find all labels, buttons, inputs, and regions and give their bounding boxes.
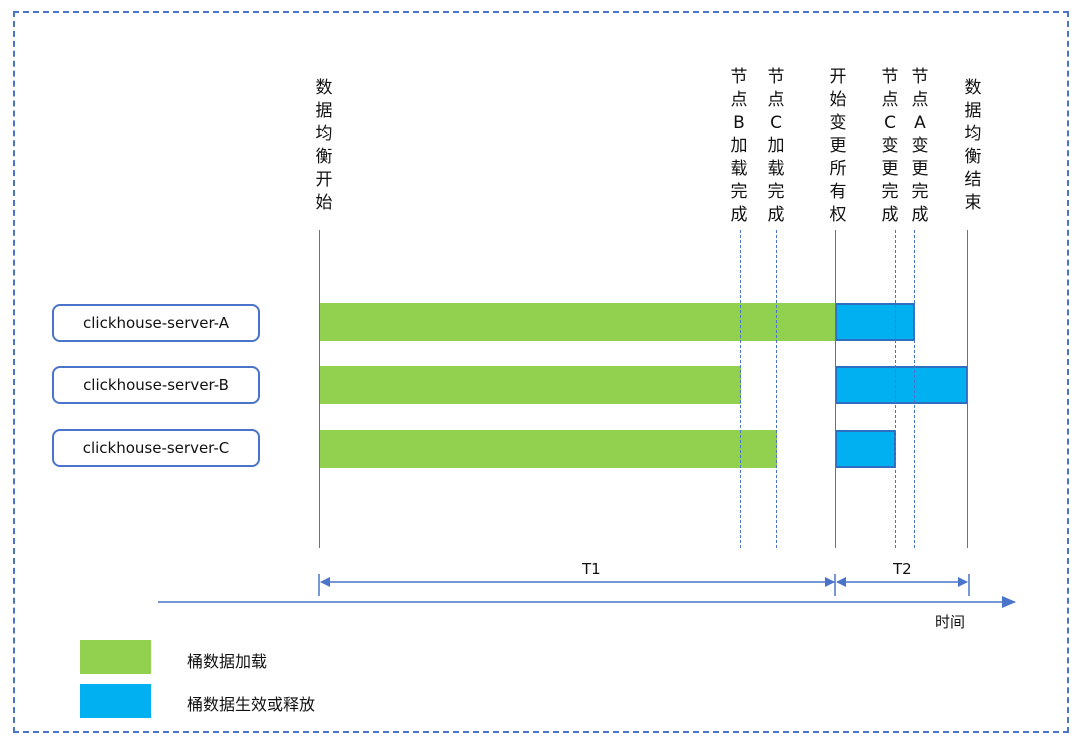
milestone-line-node-a-changed [914, 230, 915, 548]
server-label-c: clickhouse-server-C [52, 429, 260, 467]
server-c-effect-bar [835, 430, 896, 468]
server-label-b: clickhouse-server-B [52, 366, 260, 404]
milestone-label-node-b-loaded: 节点B加载完成 [730, 67, 748, 225]
server-b-load-bar [320, 366, 741, 404]
milestone-line-node-c-loaded [776, 230, 777, 548]
t1-span-label: T1 [582, 560, 601, 578]
server-b-effect-bar [835, 366, 968, 404]
server-c-load-bar [320, 430, 777, 468]
milestone-label-balance-start: 数据均衡开始 [315, 78, 333, 213]
milestone-line-node-b-loaded [740, 230, 741, 548]
diagram-frame [13, 11, 1069, 733]
milestone-label-node-a-changed: 节点A变更完成 [911, 67, 929, 225]
legend-load-label: 桶数据加载 [187, 652, 268, 671]
milestone-line-balance-end [967, 230, 968, 548]
milestone-line-ownership-start [835, 230, 836, 548]
server-label-a: clickhouse-server-A [52, 304, 260, 342]
server-a-load-bar [320, 303, 836, 341]
t2-span-label: T2 [893, 560, 912, 578]
milestone-label-balance-end: 数据均衡结束 [964, 78, 982, 213]
server-a-effect-bar [835, 303, 915, 341]
legend-load-swatch [80, 640, 151, 674]
milestone-line-node-c-changed [895, 230, 896, 548]
milestone-line-balance-start [319, 230, 320, 548]
time-axis-label: 时间 [935, 613, 966, 631]
legend-effect-swatch [80, 684, 151, 718]
legend-effect-label: 桶数据生效或释放 [187, 695, 316, 714]
milestone-label-node-c-changed: 节点C变更完成 [881, 67, 899, 225]
milestone-label-ownership-start: 开始变更所有权 [829, 67, 847, 225]
milestone-label-node-c-loaded: 节点C加载完成 [767, 67, 785, 225]
